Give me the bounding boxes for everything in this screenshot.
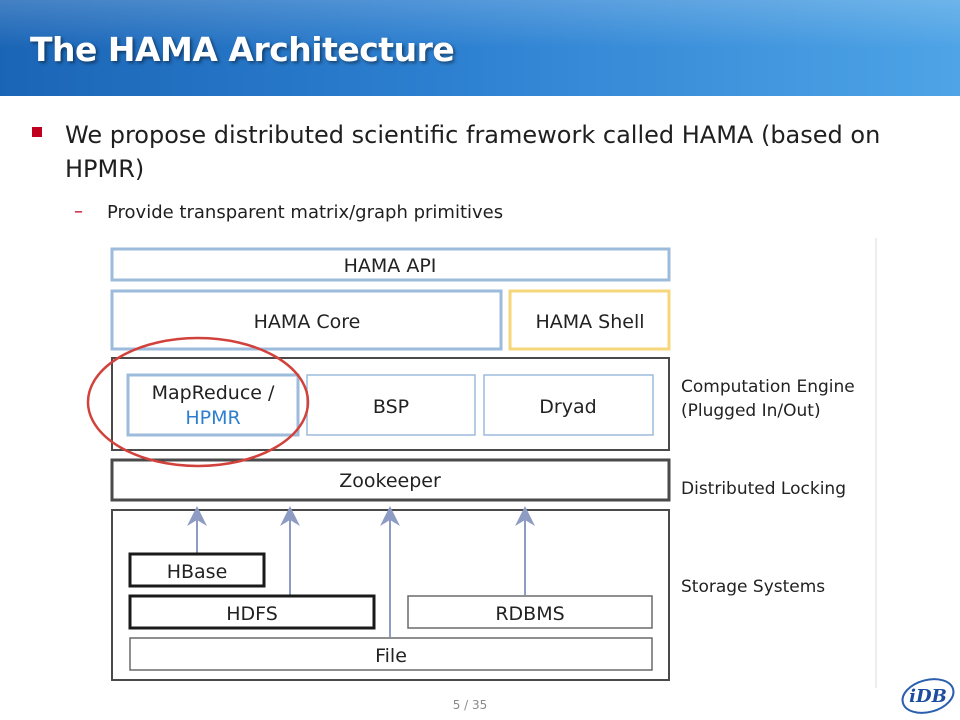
dryad-box [483,374,654,436]
hama-api-box [110,247,671,282]
bsp-box [306,374,476,436]
zookeeper-label: Zookeeper [339,470,441,492]
hama-shell-label: HAMA Shell [535,311,644,333]
hama-api-label: HAMA API [344,255,437,277]
mapreduce-label: MapReduce / [152,382,275,404]
mapreduce-box [126,373,300,437]
hbase-box [128,552,266,588]
title-bar [0,0,960,96]
sub-bullet-text: Provide transparent matrix/graph primiti… [107,202,504,223]
computation-engine-label: Computation Engine [681,377,855,397]
highlight-circle [86,336,310,468]
bsp-label: BSP [373,396,409,418]
storage-systems-label: Storage Systems [681,577,825,597]
bullet-square-icon [32,127,42,137]
idb-logo-text: iDB [909,686,947,707]
rdbms-box [407,595,653,629]
hama-core-label: HAMA Core [254,311,361,333]
sub-bullet-dash: – [74,201,83,222]
bullet-text: We propose distributed scientific framew… [65,121,881,183]
title-bar-shine [0,0,960,48]
hbase-label: HBase [167,561,228,583]
dryad-label: Dryad [539,396,596,418]
rdbms-label: RDBMS [495,603,564,625]
plugged-label: (Plugged In/Out) [681,401,821,421]
hpmr-label: HPMR [185,407,240,429]
distributed-locking-label: Distributed Locking [681,479,846,499]
hama-shell-box [508,289,671,351]
slide-title: The HAMA Architecture [30,30,455,69]
idb-logo: iDB [901,678,955,714]
hdfs-label: HDFS [226,603,278,625]
zookeeper-box [110,458,671,502]
page-number: 5 / 35 [452,698,488,712]
file-box [129,637,653,671]
file-label: File [375,645,407,667]
hdfs-box [128,594,376,630]
